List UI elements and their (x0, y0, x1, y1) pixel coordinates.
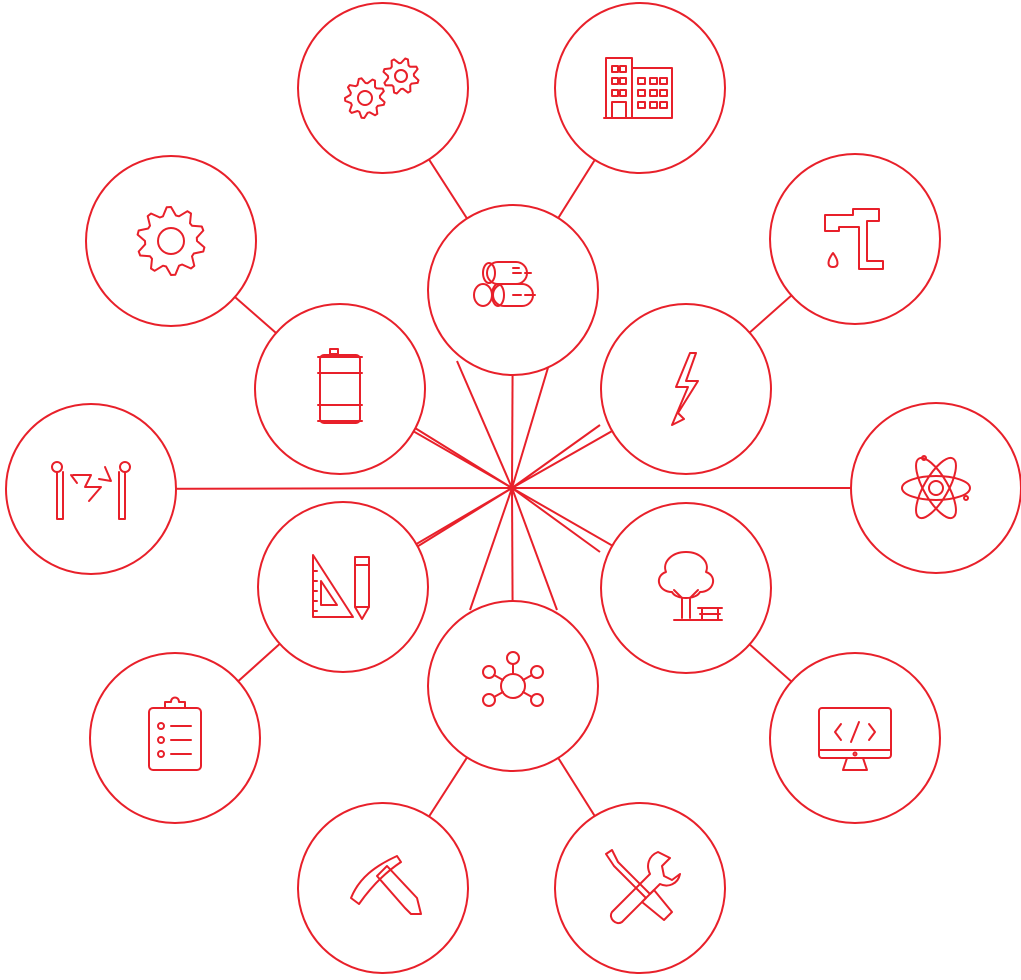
fan-line (511, 487, 558, 611)
node-circle (427, 600, 599, 772)
node-network (427, 600, 599, 772)
fan-line (511, 487, 601, 553)
node-circle (554, 2, 726, 174)
node-circle (769, 153, 941, 325)
node-circle (769, 652, 941, 824)
node-circle (89, 652, 261, 824)
node-lightning (600, 303, 772, 475)
fan-line (414, 427, 513, 489)
node-circle (254, 303, 426, 475)
building-icon (603, 57, 673, 119)
fan-line (469, 487, 513, 611)
node-circle (5, 403, 177, 575)
ruler-pencil-icon (312, 554, 370, 620)
node-faucet (769, 153, 941, 325)
faucet-icon (824, 208, 884, 270)
gears-icon (344, 57, 420, 119)
atom-icon (901, 455, 971, 520)
node-circle (85, 155, 257, 327)
node-circle (257, 501, 429, 673)
pickaxe-icon (350, 855, 422, 915)
node-circle (427, 204, 599, 376)
node-circle (600, 303, 772, 475)
node-building (554, 2, 726, 174)
gear-icon (136, 206, 206, 276)
lightning-bolt-icon (671, 352, 699, 426)
node-tools (554, 802, 726, 974)
fan-line (511, 424, 601, 489)
timber-logs-icon (473, 261, 536, 307)
node-circle (850, 402, 1021, 574)
node-drafting (257, 501, 429, 673)
network-nodes-icon (482, 651, 544, 707)
node-atom (850, 402, 1021, 574)
monitor-code-icon (818, 707, 892, 771)
fan-line (511, 360, 551, 489)
node-code (769, 652, 941, 824)
icon-nodes (5, 2, 1021, 974)
node-gear (85, 155, 257, 327)
fan-line (456, 360, 513, 489)
node-pickaxe (297, 802, 469, 974)
oil-barrel-icon (317, 348, 363, 424)
node-barrel (254, 303, 426, 475)
node-park (600, 502, 772, 674)
node-gears (297, 2, 469, 174)
node-logs (427, 204, 599, 376)
wrench-screwdriver-icon (605, 849, 681, 924)
fan-line (414, 487, 513, 549)
node-circle (297, 802, 469, 974)
node-circle (554, 802, 726, 974)
clipboard-checklist-icon (148, 696, 202, 771)
node-electrodes (5, 403, 177, 575)
tree-bench-icon (657, 551, 723, 621)
node-circle (600, 502, 772, 674)
node-checklist (89, 652, 261, 824)
electrodes-icon (51, 461, 131, 520)
